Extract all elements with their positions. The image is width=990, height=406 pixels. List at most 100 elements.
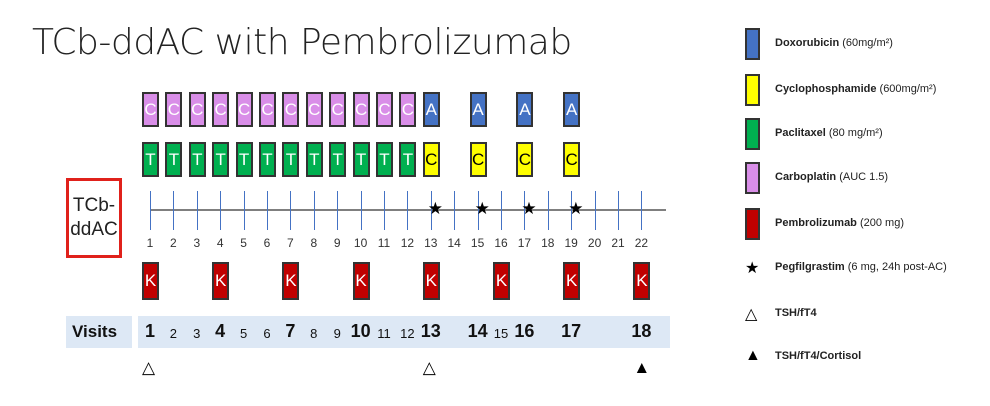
week-label: 12: [400, 236, 415, 250]
pegfilgrastim-star-icon: ★: [568, 199, 584, 218]
legend-detail: (AUC 1.5): [839, 171, 889, 183]
week-tick: [618, 191, 619, 230]
visit-number: 10: [350, 321, 371, 341]
paclitaxel-dose: T: [305, 142, 323, 177]
cyclophosphamide-dose: C: [469, 142, 487, 177]
visit-number: 9: [333, 326, 341, 341]
week-label: 1: [146, 236, 154, 250]
page-title: TCb-ddAC with Pembrolizumab: [32, 22, 572, 63]
cyclophosphamide-dose: C: [516, 142, 534, 177]
week-label: 18: [541, 236, 555, 250]
carboplatin-dose: C: [212, 92, 230, 127]
pembrolizumab-dose: K: [633, 262, 651, 300]
visits-label: Visits: [72, 322, 118, 341]
week-label: 11: [377, 236, 391, 250]
pembrolizumab-dose: K: [282, 262, 300, 300]
carboplatin-dose: C: [329, 92, 347, 127]
carboplatin-dose: C: [142, 92, 159, 127]
pegfilgrastim-star-icon: ★: [474, 199, 490, 218]
legend-text: Cyclophosphamide (600mg/m²): [775, 83, 936, 95]
week-label: 16: [494, 236, 508, 250]
visit-number: 8: [310, 326, 318, 341]
week-label: 17: [517, 236, 532, 250]
week-tick: [594, 191, 596, 230]
pembrolizumab-dose: K: [142, 262, 159, 300]
carboplatin-dose: C: [235, 92, 253, 127]
doxorubicin-dose: A: [469, 92, 487, 127]
week-tick: [454, 191, 456, 230]
legend-detail: (6 mg, 24h post-AC): [847, 261, 947, 273]
legend-name: Doxorubicin: [775, 37, 840, 49]
carboplatin-dose: C: [259, 92, 276, 127]
visit-number: 2: [169, 326, 177, 341]
visit-number: 12: [400, 326, 415, 341]
cyclophosphamide-dose: C: [563, 142, 581, 177]
week-tick: [360, 191, 362, 230]
visit-number: 11: [377, 326, 391, 341]
pembrolizumab-dose: K: [422, 262, 440, 300]
week-label: 10: [353, 236, 368, 250]
week-tick: [196, 191, 198, 230]
week-tick: [243, 191, 245, 230]
doxorubicin-dose: A: [563, 92, 581, 127]
week-tick: [290, 191, 292, 230]
legend-name: TSH/fT4: [775, 307, 817, 319]
legend-swatch: [745, 162, 760, 194]
pembrolizumab-dose: K: [212, 262, 230, 300]
paclitaxel-dose: T: [376, 142, 393, 177]
legend-text: Carboplatin (AUC 1.5): [775, 171, 888, 183]
visit-number: 16: [514, 321, 535, 341]
legend-detail: (80 mg/m²): [828, 127, 883, 139]
week-label: 15: [470, 236, 485, 250]
paclitaxel-dose: T: [329, 142, 347, 177]
week-tick: [430, 191, 432, 230]
carboplatin-dose: C: [376, 92, 393, 127]
carboplatin-dose: C: [399, 92, 417, 127]
carboplatin-dose: C: [282, 92, 300, 127]
legend-name: Carboplatin: [775, 171, 837, 183]
week-tick: [220, 191, 222, 230]
week-label: 2: [170, 236, 177, 250]
visit-number: 3: [193, 326, 201, 341]
pembrolizumab-dose: K: [493, 262, 510, 300]
visit-number: 15: [493, 326, 509, 341]
week-tick: [267, 191, 268, 230]
tsh-ft4-cortisol-triangle-icon: ▲: [633, 358, 651, 377]
legend-swatch: [745, 74, 760, 106]
visit-number: 13: [420, 321, 441, 341]
regimen-label-line1: TCb-: [72, 195, 116, 216]
legend-swatch: [745, 208, 760, 240]
week-tick: [384, 191, 385, 230]
legend-name: Pegfilgrastim: [775, 261, 845, 273]
paclitaxel-dose: T: [259, 142, 276, 177]
cyclophosphamide-dose: C: [422, 142, 440, 177]
week-tick: [547, 191, 549, 230]
week-tick: [173, 191, 175, 230]
week-label: 19: [564, 236, 578, 250]
week-label: 20: [587, 236, 602, 250]
visit-number: 17: [561, 321, 582, 341]
week-tick: [571, 191, 573, 230]
visit-number: 18: [631, 321, 652, 341]
legend-text: TSH/fT4: [775, 307, 817, 319]
visits-header-band: [66, 316, 132, 348]
paclitaxel-dose: T: [142, 142, 159, 177]
visit-number: 6: [263, 326, 271, 341]
legend-name: Paclitaxel: [775, 127, 826, 139]
week-tick: [150, 191, 151, 230]
legend-text: Pembrolizumab (200 mg): [775, 217, 904, 229]
week-label: 6: [263, 236, 271, 250]
paclitaxel-dose: T: [399, 142, 417, 177]
legend-name: Pembrolizumab: [775, 217, 857, 229]
doxorubicin-dose: A: [516, 92, 534, 127]
week-label: 7: [287, 236, 294, 250]
week-label: 21: [611, 236, 625, 250]
tsh-ft4-triangle-icon: △: [142, 358, 156, 377]
pegfilgrastim-star-icon: ★: [521, 199, 537, 218]
week-label: 8: [310, 236, 318, 250]
legend-swatch: [745, 28, 760, 60]
legend-swatch: [745, 118, 760, 150]
paclitaxel-dose: T: [165, 142, 183, 177]
tsh-ft4-triangle-icon: △: [422, 358, 436, 377]
legend-text: TSH/fT4/Cortisol: [775, 350, 861, 362]
